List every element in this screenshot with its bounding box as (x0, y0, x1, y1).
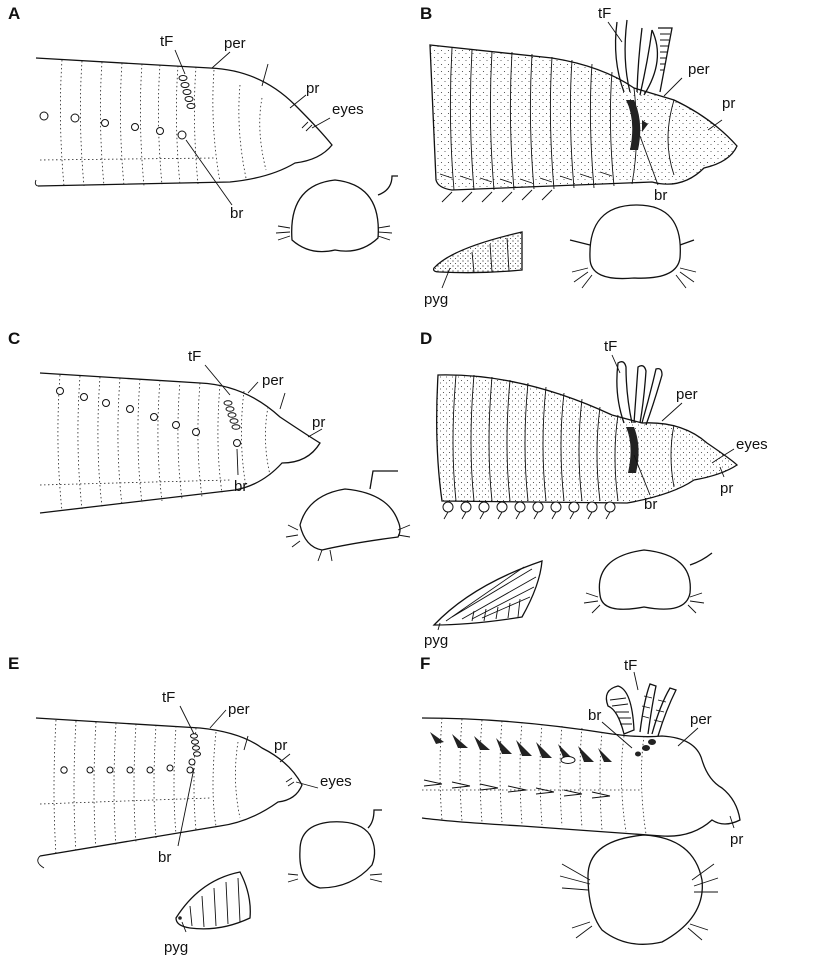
pygidium (432, 231, 523, 274)
worm-anterior-lateral-view: tF per pr eyes br pyg (35, 689, 383, 956)
leaders (441, 21, 723, 289)
dark-gill-region (626, 100, 648, 150)
parapodia (442, 501, 616, 520)
panel-a: A (0, 0, 412, 325)
leaders (437, 354, 735, 631)
lateral-pores (39, 111, 164, 135)
label-pr: pr (312, 414, 325, 431)
branchiae (560, 739, 656, 764)
branchiae (223, 400, 241, 447)
pygidium (432, 560, 543, 626)
panel-letter: D (420, 329, 433, 348)
label-per: per (224, 35, 246, 52)
label-tF: tF (162, 689, 175, 706)
setae-ventral (423, 779, 611, 799)
segment-lines (39, 59, 267, 187)
branchiae (177, 75, 196, 140)
label-pyg: pyg (164, 939, 188, 956)
label-eyes: eyes (332, 101, 364, 118)
panel-letter: B (420, 4, 433, 23)
label-br: br (158, 849, 171, 866)
panel-b: B (412, 0, 824, 325)
cross-section (275, 175, 398, 253)
cross-section (569, 204, 697, 289)
label-tF: tF (604, 338, 617, 355)
tentacular-filaments (614, 19, 673, 96)
panel-letter: F (420, 654, 431, 673)
label-pr: pr (720, 480, 733, 497)
label-per: per (690, 711, 712, 728)
label-eyes: eyes (736, 436, 768, 453)
label-pr: pr (274, 737, 287, 754)
segment-lines (452, 374, 675, 502)
label-pyg: pyg (424, 291, 448, 308)
panel-letter: C (8, 329, 21, 348)
parapodia (439, 171, 613, 203)
label-per: per (688, 61, 710, 78)
label-pr: pr (306, 80, 319, 97)
cross-section (583, 549, 713, 614)
panel-letter: E (8, 654, 20, 673)
leaders (204, 364, 323, 476)
label-br: br (644, 496, 657, 513)
label-tF: tF (160, 33, 173, 50)
worm-anterior-lateral-view: tF br per pr (421, 657, 743, 945)
label-tF: tF (598, 5, 611, 22)
tentacular-filaments (616, 361, 663, 426)
label-pr: pr (730, 831, 743, 848)
panel-d: D (412, 325, 824, 650)
branchiae (186, 733, 201, 774)
leaders (601, 671, 735, 829)
worm-anterior-lateral-view: tF per pr br (39, 348, 411, 562)
eye-marks (301, 121, 313, 132)
label-pr: pr (722, 95, 735, 112)
segment-lines (39, 719, 241, 856)
worm-anterior-lateral-view: tF per pr eyes br (34, 33, 398, 253)
eye-marks (285, 777, 295, 787)
label-per: per (262, 372, 284, 389)
label-tF: tF (624, 657, 637, 674)
pygidium (175, 871, 251, 930)
segment-lines (39, 374, 271, 512)
cross-section (559, 834, 719, 945)
dark-gill-region (626, 427, 639, 473)
leaders (174, 49, 331, 206)
panel-e: E (0, 650, 412, 975)
label-eyes: eyes (320, 773, 352, 790)
tentacular-filaments (605, 683, 677, 737)
panel-letter: A (8, 4, 21, 23)
setae-dorsal (430, 732, 612, 762)
leaders (177, 705, 319, 933)
segment-lines (422, 717, 647, 835)
label-pyg: pyg (424, 632, 448, 649)
label-br: br (654, 187, 667, 204)
eye-marks (711, 458, 719, 464)
cross-section (285, 470, 411, 562)
label-per: per (228, 701, 250, 718)
label-tF: tF (188, 348, 201, 365)
panel-f: F (412, 650, 824, 975)
panel-c: C (0, 325, 412, 650)
label-br: br (230, 205, 243, 222)
cross-section (287, 809, 383, 889)
lateral-pores (60, 764, 174, 774)
label-br: br (588, 707, 601, 724)
lateral-pores (56, 387, 200, 436)
worm-anterior-lateral-view: tF per eyes pr br pyg (424, 338, 768, 649)
label-per: per (676, 386, 698, 403)
label-br: br (234, 478, 247, 495)
worm-anterior-lateral-view: tF per pr br pyg (424, 5, 738, 308)
